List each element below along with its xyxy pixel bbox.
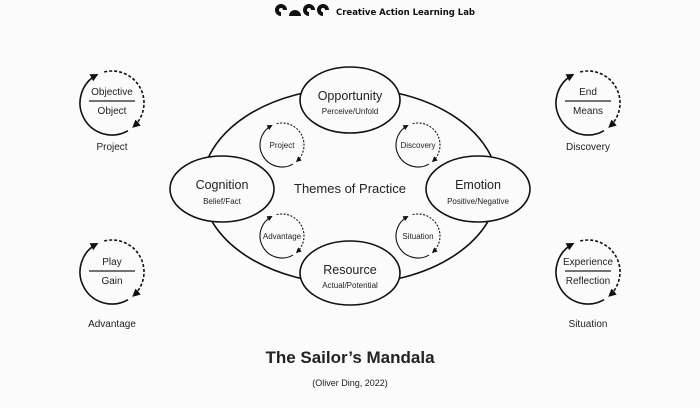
diagram-credit: (Oliver Ding, 2022) [312, 378, 388, 388]
cycle-label: Situation [402, 232, 433, 241]
solid-arc-arrow [555, 242, 605, 305]
dashed-arc-arrow [276, 122, 305, 163]
node-title: Cognition [196, 178, 249, 192]
node-subtitle: Perceive/Unfold [322, 107, 378, 116]
inner-cycle-advantage: Advantage [259, 213, 305, 259]
cycle-bottom: Means [573, 106, 603, 117]
cycle-bottom: Gain [101, 276, 122, 287]
lab-logo: Creative Action Learning Lab [275, 4, 475, 18]
dashed-arc-arrow [412, 213, 441, 254]
inner-cycle-discovery: Discovery [395, 122, 441, 168]
node-title: Resource [323, 263, 377, 277]
cycle-bottom: Object [98, 106, 127, 117]
solid-arc-arrow [395, 125, 430, 168]
cycle-label: Discovery [400, 141, 435, 150]
solid-arc-arrow [259, 216, 294, 259]
call-logo-mark [275, 4, 329, 16]
node-subtitle: Positive/Negative [447, 197, 509, 206]
cycle-caption: Advantage [88, 319, 136, 330]
diagram-title: The Sailor’s Mandala [265, 348, 435, 367]
node-subtitle: Actual/Potential [322, 281, 378, 290]
node-title: Opportunity [318, 89, 383, 103]
dashed-arc-arrow [412, 122, 441, 163]
inner-cycle-situation: Situation [395, 213, 441, 259]
node-opportunity: Opportunity Perceive/Unfold [299, 66, 401, 134]
cycle-top: Objective [91, 87, 133, 98]
dashed-arc-arrow [580, 239, 621, 297]
solid-arc-arrow [555, 73, 605, 136]
dashed-arc-arrow [276, 213, 305, 254]
cycle-top: Play [102, 257, 121, 268]
center-label: Themes of Practice [294, 181, 406, 196]
node-cognition: Cognition Belief/Fact [169, 155, 275, 223]
cycle-top: End [579, 87, 597, 98]
cycle-top: Experience [563, 257, 613, 268]
dashed-arc-arrow [580, 70, 621, 128]
dashed-arc-arrow [104, 70, 145, 128]
cycle-caption: Project [96, 142, 127, 153]
side-cycle-advantage: Play Gain Advantage [79, 239, 145, 330]
cycle-caption: Discovery [566, 142, 610, 153]
inner-cycle-project: Project [259, 122, 305, 168]
solid-arc-arrow [79, 73, 129, 136]
node-subtitle: Belief/Fact [203, 197, 242, 206]
cycle-bottom: Reflection [566, 276, 610, 287]
side-cycle-discovery: End Means Discovery [555, 70, 621, 153]
node-title: Emotion [455, 178, 501, 192]
cycle-label: Project [270, 141, 296, 150]
solid-arc-arrow [79, 242, 129, 305]
solid-arc-arrow [395, 216, 430, 259]
node-emotion: Emotion Positive/Negative [425, 155, 531, 223]
side-cycle-situation: Experience Reflection Situation [555, 239, 621, 330]
solid-arc-arrow [259, 125, 294, 168]
dashed-arc-arrow [104, 239, 145, 297]
lab-name: Creative Action Learning Lab [336, 8, 475, 18]
side-cycle-project: Objective Object Project [79, 70, 145, 153]
node-resource: Resource Actual/Potential [299, 240, 401, 306]
cycle-label: Advantage [263, 232, 302, 241]
cycle-caption: Situation [569, 319, 608, 330]
